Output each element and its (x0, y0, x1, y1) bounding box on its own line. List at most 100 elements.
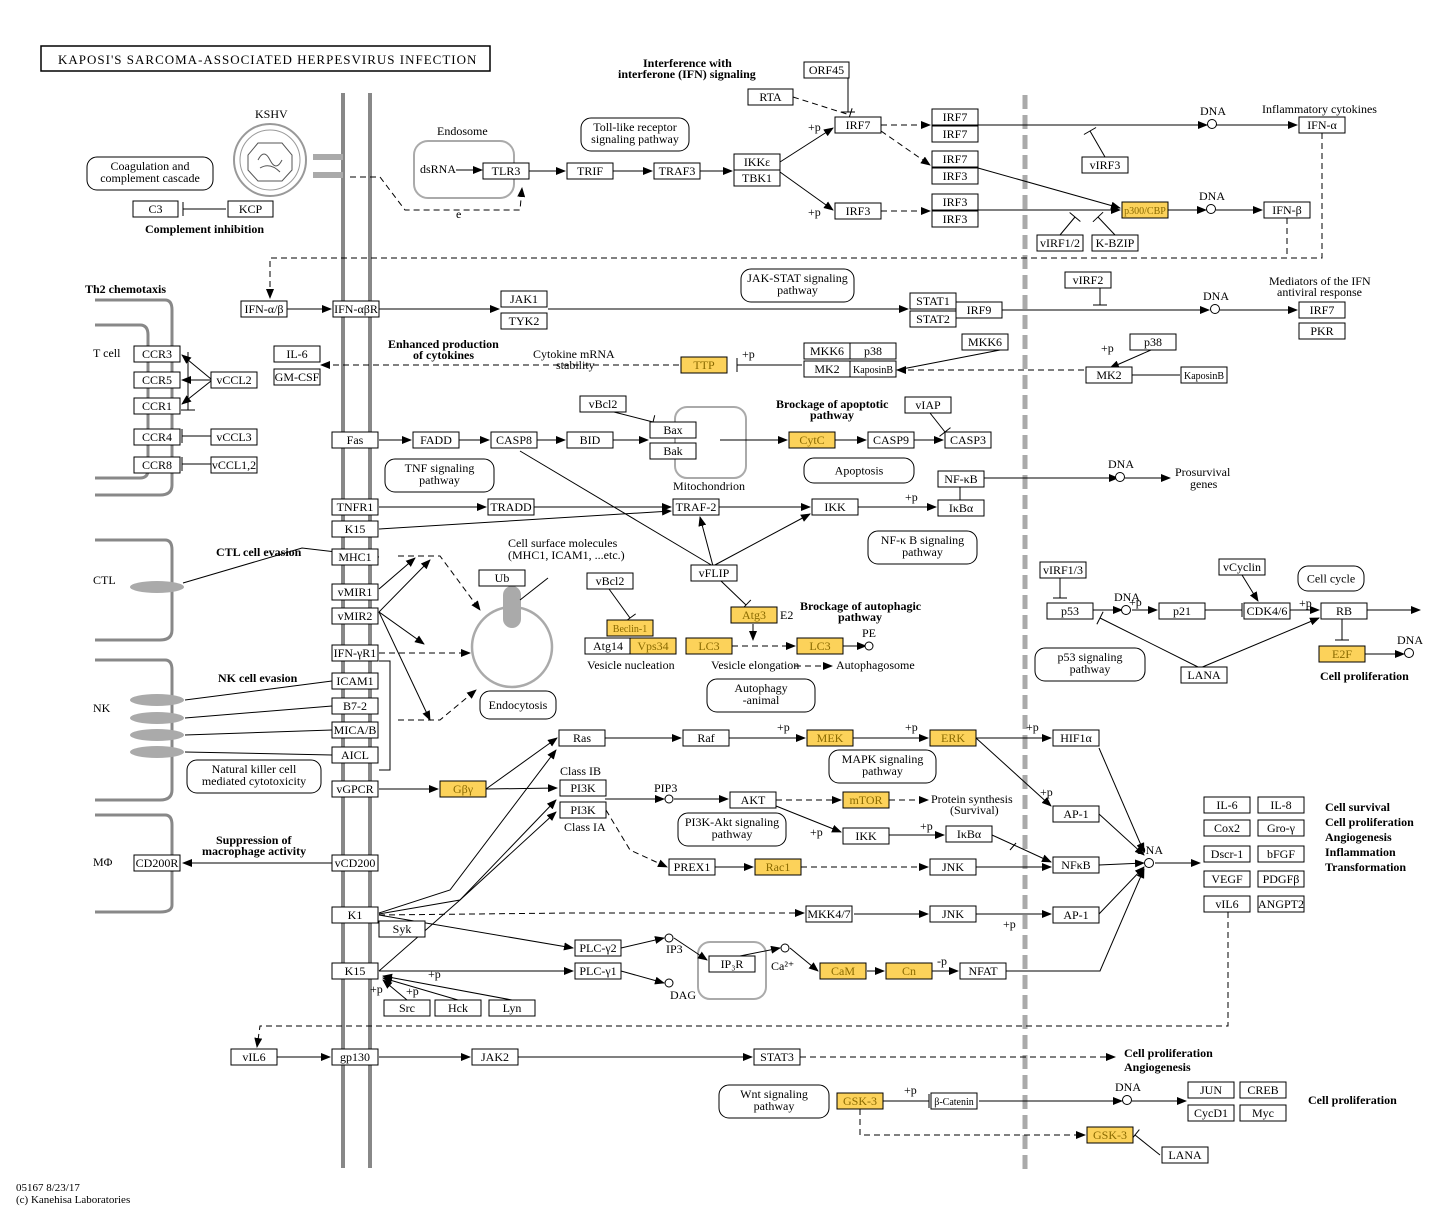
gene-box[interactable] (747, 88, 794, 106)
gene-box[interactable] (378, 920, 426, 938)
gene-box[interactable] (708, 955, 756, 973)
gene-k1[interactable]: K1 (331, 906, 379, 924)
gene-box[interactable] (331, 721, 379, 739)
gene-box[interactable] (1318, 645, 1366, 663)
gene-virf3[interactable]: vIRF3 (1081, 156, 1129, 174)
gene-prex1[interactable]: PREX1 (668, 858, 716, 876)
gene-vbcl2a[interactable]: vBcl2 (579, 395, 627, 413)
gene-box[interactable] (439, 780, 487, 798)
gene-box[interactable] (434, 999, 482, 1017)
gene-box[interactable] (1218, 558, 1266, 576)
gene-stat3[interactable]: STAT3 (753, 1048, 801, 1066)
gene-box[interactable] (471, 1048, 519, 1066)
gene-vccl12[interactable]: vCCL1,2 (210, 456, 258, 474)
gene-hif1a[interactable]: HIF1α (1052, 729, 1100, 747)
gene-angpt2[interactable]: ANGPT2 (1257, 895, 1305, 913)
gene-rac1[interactable]: Rac1 (754, 858, 802, 876)
gene-cytc[interactable]: CytC (788, 431, 836, 449)
pathway-box[interactable] (186, 759, 322, 794)
gene-ccr3[interactable]: CCR3 (133, 345, 181, 363)
gene-tnfr1[interactable]: TNFR1 (331, 498, 379, 516)
gene-box[interactable] (1239, 1104, 1287, 1122)
gene-casp9[interactable]: CASP9 (867, 431, 915, 449)
gene-box[interactable] (1046, 602, 1094, 620)
gene-box[interactable] (753, 1048, 801, 1066)
gene-vegf[interactable]: VEGF (1203, 870, 1251, 888)
gene-gsk3b[interactable]: GSK-3 (1086, 1126, 1134, 1144)
gene-bfgf[interactable]: bFGF (1257, 845, 1305, 863)
gene-box[interactable] (1129, 333, 1177, 351)
gene-kbzip[interactable]: K-BZIP (1091, 234, 1139, 252)
gene-box[interactable] (210, 371, 258, 389)
gene-casp8[interactable]: CASP8 (490, 431, 538, 449)
gene-box[interactable] (1187, 1104, 1235, 1122)
gene-box[interactable] (240, 300, 288, 318)
gene-box[interactable] (796, 637, 844, 655)
gene-box[interactable] (574, 939, 622, 957)
gene-kcp[interactable]: KCP (227, 200, 274, 218)
gene-mhc1[interactable]: MHC1 (331, 548, 379, 566)
pathway-box[interactable] (828, 749, 937, 784)
gene-plcg2[interactable]: PLC-γ2 (574, 939, 622, 957)
gene-ip3r[interactable]: IP₃R (708, 955, 756, 973)
gene-micab[interactable]: MICA/B (331, 721, 379, 739)
gene-box[interactable] (909, 292, 957, 310)
gene-mek[interactable]: MEK (806, 729, 854, 747)
gene-box[interactable] (867, 431, 915, 449)
gene-box[interactable] (210, 428, 258, 446)
gene-ccr5[interactable]: CCR5 (133, 371, 181, 389)
gene-lc3a[interactable]: LC3 (685, 637, 733, 655)
gene-k15b[interactable]: K15 (331, 962, 379, 980)
gene-box[interactable] (834, 202, 882, 220)
gene-irf9[interactable]: IRF9 (955, 301, 1003, 319)
gene-cn[interactable]: Cn (885, 962, 933, 980)
gene-box[interactable] (729, 791, 777, 809)
gene-irf7b[interactable]: IRF7 (931, 108, 979, 126)
gene-mkk6a[interactable]: MKK6 (803, 342, 851, 360)
gene-box[interactable] (806, 729, 854, 747)
gene-box[interactable] (331, 854, 379, 872)
gene-box[interactable] (682, 729, 730, 747)
gene-ifna[interactable]: IFN-α (1298, 116, 1346, 134)
gene-box[interactable] (1203, 845, 1251, 863)
gene-box[interactable] (133, 371, 181, 389)
gene-box[interactable] (1086, 1126, 1134, 1144)
gene-box[interactable] (1187, 1081, 1235, 1099)
gene-box[interactable] (331, 746, 379, 764)
gene-box[interactable] (331, 672, 379, 690)
gene-jak2[interactable]: JAK2 (471, 1048, 519, 1066)
gene-tradd[interactable]: TRADD (487, 498, 535, 516)
gene-ub[interactable]: Ub (478, 569, 526, 587)
gene-box[interactable] (500, 312, 548, 330)
gene-p53[interactable]: p53 (1046, 602, 1094, 620)
pathway-box[interactable] (718, 1084, 830, 1119)
gene-box[interactable] (1085, 366, 1133, 384)
gene-fadd[interactable]: FADD (412, 431, 460, 449)
gene-p38b[interactable]: p38 (1129, 333, 1177, 351)
gene-box[interactable] (1203, 870, 1251, 888)
gene-box[interactable] (558, 729, 606, 747)
gene-box[interactable] (1121, 201, 1169, 219)
gene-stat1[interactable]: STAT1 (909, 292, 957, 310)
gene-gby[interactable]: Gβγ (439, 780, 487, 798)
gene-jun[interactable]: JUN (1187, 1081, 1235, 1099)
gene-box[interactable] (579, 395, 627, 413)
gene-ifnab[interactable]: IFN-α/β (240, 300, 288, 318)
gene-box[interactable] (210, 456, 258, 474)
gene-box[interactable] (1263, 201, 1311, 219)
gene-pi3k1[interactable]: PI3K (559, 779, 607, 797)
gene-vil6b[interactable]: vIL6 (230, 1048, 278, 1066)
gene-box[interactable] (788, 431, 836, 449)
gene-box[interactable] (929, 858, 977, 876)
gene-box[interactable] (331, 1048, 379, 1066)
gene-box[interactable] (959, 962, 1007, 980)
gene-box[interactable] (1298, 301, 1346, 319)
gene-gmcsf[interactable]: GM-CSF (273, 368, 321, 386)
pathway-box[interactable] (803, 457, 915, 484)
gene-pdgfb[interactable]: PDGFβ (1257, 870, 1305, 888)
